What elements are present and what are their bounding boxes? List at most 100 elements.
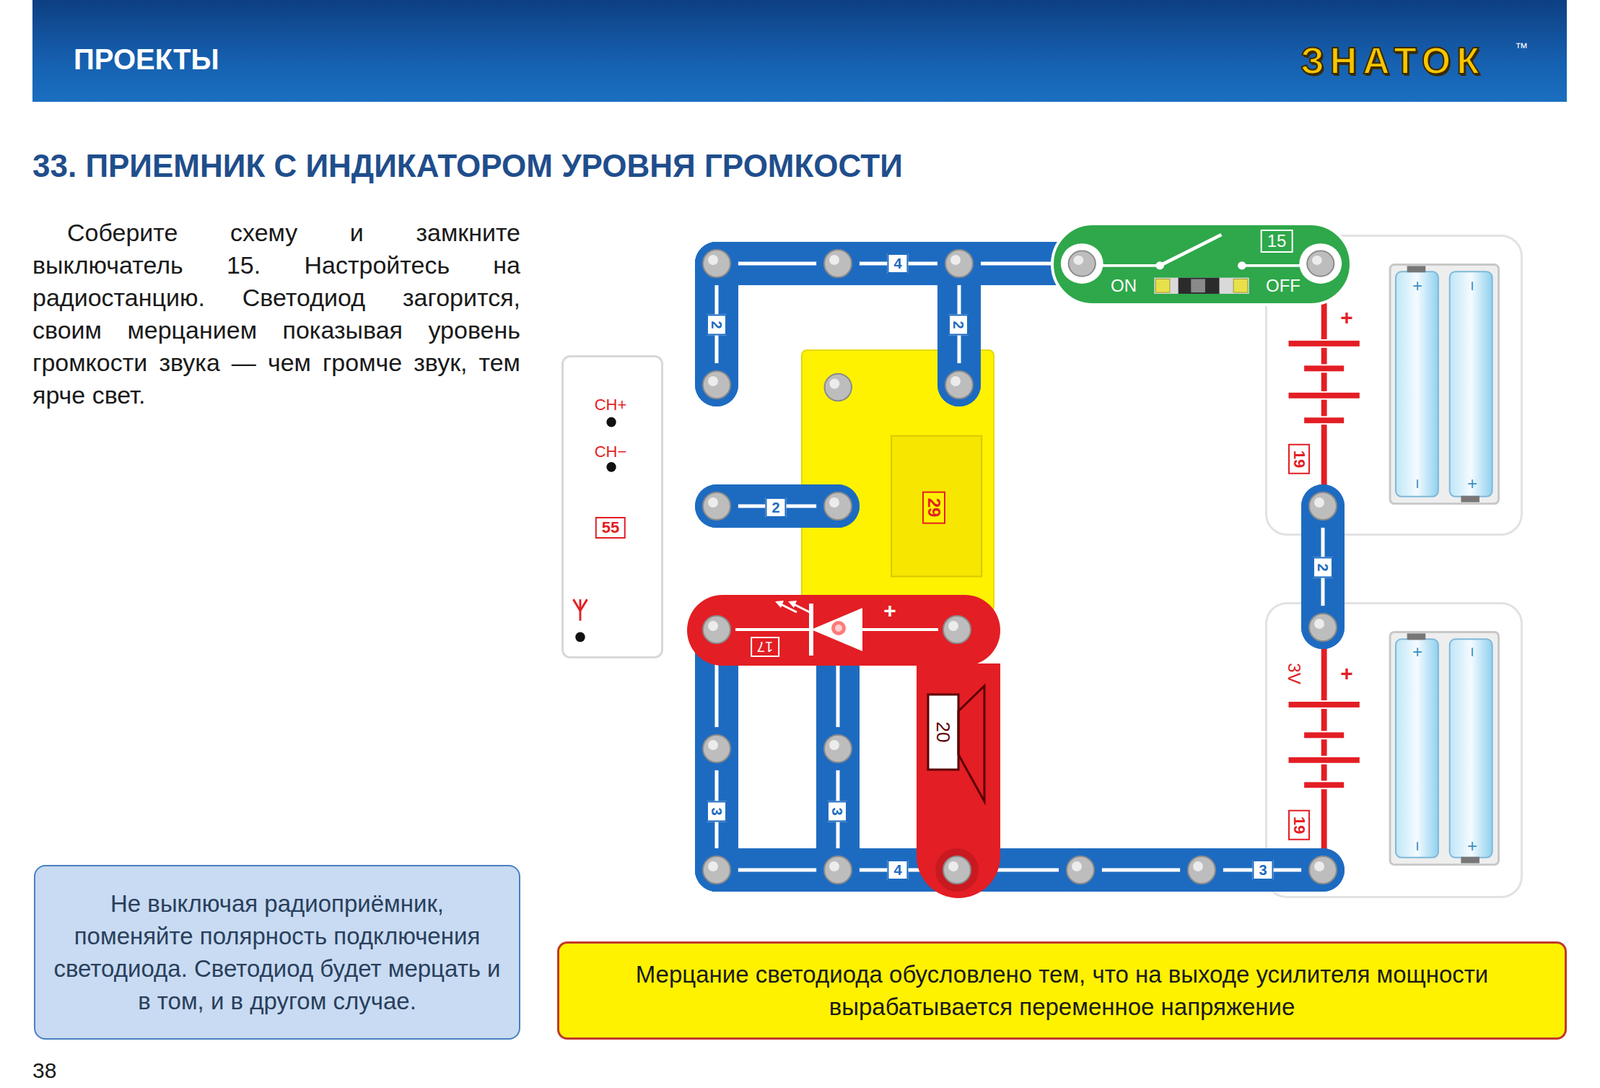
circuit-shape [950, 254, 961, 265]
circuit-shape [694, 484, 739, 528]
circuit-shape [1449, 271, 1493, 496]
tip-box: Не выключая радиоприёмник, поменяйте пол… [33, 864, 521, 1040]
circuit-shape [707, 860, 719, 872]
circuit-shape [950, 376, 961, 387]
part-number: 29 [922, 491, 946, 524]
snap-wire: 4 [693, 846, 1104, 893]
circuit-shape [1301, 847, 1345, 892]
circuit-shape [1288, 757, 1359, 763]
circuit-shape [1237, 261, 1247, 270]
circuit-shape [694, 605, 739, 649]
wire-number: 2 [764, 497, 786, 518]
header-band: ПРОЕКТЫЗНАТОК™ [32, 0, 1567, 102]
voltage-label: 3V [1285, 662, 1303, 684]
led-module: +17 [687, 594, 1001, 666]
circuit-shape [824, 613, 852, 641]
channel-down-label: CH− [594, 443, 628, 460]
circuit-shape [816, 726, 860, 771]
circuit-shape [694, 241, 739, 286]
snap-wire: 4 [693, 240, 1104, 287]
radio-module: CH+CH−55 [561, 355, 664, 659]
circuit-shape [829, 378, 840, 389]
circuit-shape [1395, 638, 1439, 858]
circuit-shape [1058, 847, 1103, 892]
instruction-text: Соберите схему и замкните выключатель 15… [32, 216, 521, 412]
circuit-shape [707, 376, 719, 387]
wire-number: 4 [886, 253, 908, 274]
circuit-shape [937, 241, 981, 286]
section-title: ПРОЕКТЫ [73, 44, 220, 74]
circuit-shape [1288, 755, 1359, 765]
circuit-shape [1099, 264, 1160, 268]
circuit-shape [735, 627, 812, 631]
circuit-shape [694, 726, 739, 771]
circuit-shape [1159, 234, 1222, 266]
circuit-shape [816, 241, 860, 286]
part-number: 15 [1260, 229, 1294, 253]
circuit-shape [950, 254, 961, 265]
circuit-shape [1309, 492, 1337, 520]
brand-logo: ЗНАТОК [1300, 41, 1486, 80]
circuit-shape [816, 847, 860, 892]
part-number: 20 [933, 721, 953, 743]
circuit-shape [1080, 847, 1323, 892]
circuit-shape [1299, 243, 1342, 284]
circuit-shape [1407, 265, 1427, 273]
circuit-shape [829, 254, 840, 265]
circuit-shape [945, 370, 973, 399]
circuit-shape [1304, 781, 1344, 788]
circuit-shape [1314, 497, 1325, 508]
circuit-shape [945, 249, 973, 278]
circuit-shape [573, 599, 587, 611]
circuit-shape [1058, 847, 1103, 892]
circuit-shape [1407, 632, 1427, 640]
circuit-shape [1309, 613, 1337, 641]
circuit-shape [816, 484, 860, 528]
circuit-shape [1288, 392, 1359, 399]
circuit-shape [716, 241, 1081, 286]
circuit-shape [694, 607, 739, 651]
wire-number: 3 [1252, 859, 1274, 880]
circuit-shape [1314, 618, 1325, 629]
polarity-mark: + [1467, 837, 1478, 855]
circuit-shape [1304, 365, 1344, 371]
circuit-shape [1395, 271, 1439, 496]
circuit-shape [811, 607, 863, 651]
circuit-shape [958, 685, 985, 802]
circuit-shape [702, 370, 731, 399]
circuit-shape [824, 249, 852, 278]
circuit-shape [702, 734, 731, 763]
circuit-shape [935, 607, 979, 651]
snap-wire: 2 [936, 240, 983, 408]
circuit-shape [1288, 391, 1359, 400]
circuit-shape [950, 860, 961, 872]
polarity-mark: + [1467, 474, 1478, 493]
part-number: 17 [750, 636, 780, 657]
snap-wire: 2 [693, 482, 861, 530]
circuit-shape [694, 363, 739, 407]
circuit-shape [707, 254, 719, 265]
switch-module-drawing [1053, 225, 1350, 304]
snap-wire: 2 [1299, 482, 1346, 651]
circuit-shape [1301, 484, 1345, 528]
polarity-mark: + [1340, 306, 1354, 329]
circuit-shape [816, 627, 860, 870]
circuit-shape [694, 847, 739, 892]
circuit-shape [707, 860, 719, 872]
circuit-shape [1304, 417, 1344, 423]
circuit-shape [1304, 415, 1344, 425]
polarity-mark: + [1412, 643, 1423, 661]
circuit-shape [694, 241, 739, 286]
switch-module: 15ONOFF [1050, 222, 1353, 306]
circuit-shape [694, 847, 739, 892]
circuit-shape [1192, 860, 1204, 872]
circuit-shape [1449, 638, 1493, 858]
wire-number: 2 [1312, 556, 1333, 578]
note-box: Мерцание светодиода обусловлено тем, что… [557, 941, 1567, 1040]
circuit-shape [694, 627, 739, 870]
circuit-shape [1321, 630, 1328, 868]
circuit-shape [606, 461, 616, 472]
tip-box-text: Не выключая радиоприёмник, поменяйте пол… [51, 886, 504, 1017]
wire-number: 2 [706, 313, 727, 335]
